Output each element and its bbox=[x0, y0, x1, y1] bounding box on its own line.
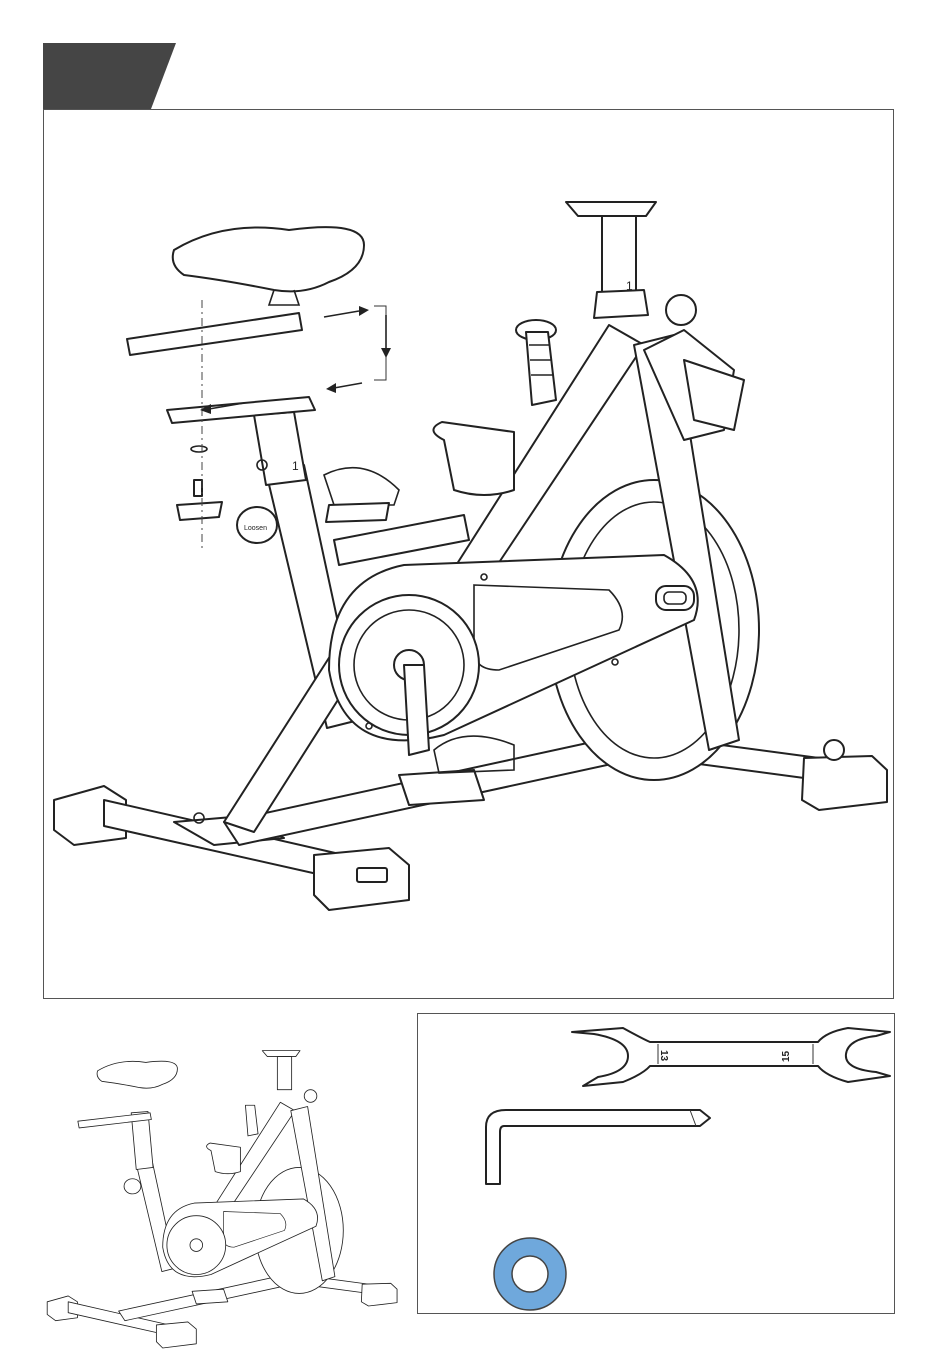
pedal-rear bbox=[324, 468, 399, 522]
handlebar-post-mark: 1 bbox=[626, 279, 633, 293]
wrench-icon: 13 15 bbox=[572, 1028, 890, 1086]
bottle-holder bbox=[433, 422, 514, 495]
saddle bbox=[127, 227, 364, 355]
knob-bolt bbox=[177, 446, 222, 520]
step-tab bbox=[43, 43, 176, 109]
washer-icon bbox=[494, 1238, 566, 1310]
seat-post-mark: 1 bbox=[292, 459, 299, 473]
assembled-bike-drawing bbox=[43, 1012, 403, 1322]
handlebar-post: 1 bbox=[566, 202, 696, 325]
seat-post: 1 bbox=[167, 397, 315, 485]
seat-adjust-knob: Loosen bbox=[237, 507, 277, 543]
resistance-knob bbox=[516, 320, 556, 405]
seat-adjust-knob-label: Loosen bbox=[244, 525, 267, 532]
wrench-size-left: 13 bbox=[658, 1050, 669, 1062]
assembly-illustration-panel: 1 1 Loosen bbox=[43, 109, 894, 999]
crank bbox=[339, 595, 479, 755]
bike-assembly-drawing: 1 1 Loosen bbox=[44, 110, 895, 1000]
allen-key-icon bbox=[486, 1110, 710, 1184]
tools-drawing: 13 15 bbox=[418, 1014, 896, 1315]
assembled-bike-overview bbox=[43, 1012, 403, 1322]
tools-panel: 13 15 bbox=[417, 1013, 895, 1314]
wrench-size-right: 15 bbox=[781, 1050, 792, 1062]
